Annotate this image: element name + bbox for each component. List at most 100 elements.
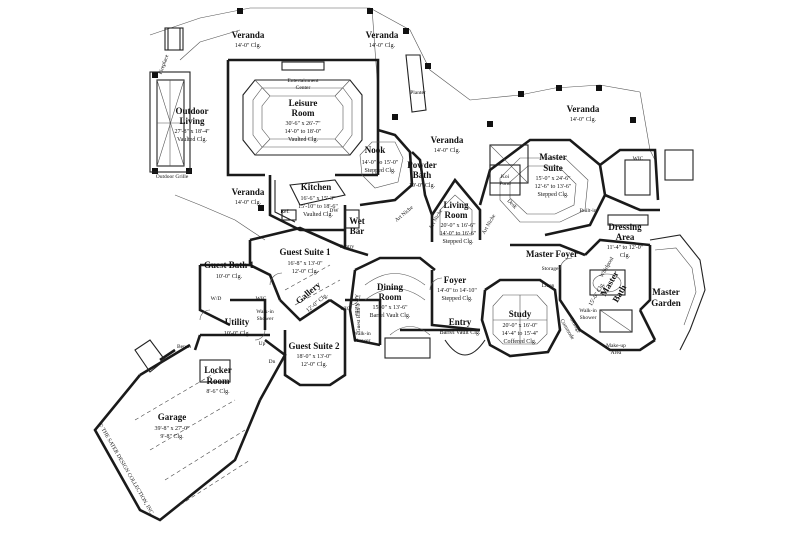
outdoor-living-dim-1: 27'-8" x 18'-4" xyxy=(174,129,210,135)
wet-bar-title-1: Wet xyxy=(349,216,365,226)
wd-label: W/D xyxy=(211,296,222,302)
art-niche-1-label: Art Niche xyxy=(394,205,415,224)
garage-detail xyxy=(134,339,251,506)
planter-label: Planter xyxy=(410,90,426,96)
master-garden-title-2: Garden xyxy=(651,298,681,308)
veranda-center-title: Veranda xyxy=(431,135,464,145)
wet-bar-title-2: Bar xyxy=(350,226,365,236)
kitchen-island xyxy=(274,179,360,229)
guest-suite-2-dim-2: 12'-0" Clg. xyxy=(301,362,328,368)
veranda-posts xyxy=(152,8,636,211)
guest-suite-1-dim-2: 12'-0" Clg. xyxy=(292,269,319,275)
locker-room-title-1: Locker xyxy=(204,365,232,375)
master-suite-title-2: Suite xyxy=(543,163,563,173)
make-up-area-label-1: Make-up xyxy=(606,343,626,349)
master-suite-dim-1: 15'-0" x 24'-6" xyxy=(535,176,571,182)
outdoor-living-title-1: Outdoor xyxy=(175,106,208,116)
nook-title: Nook xyxy=(365,145,386,155)
study-dim-2: 14'-4" to 15'-4" xyxy=(502,331,539,337)
guest-suite-1-dim-1: 16'-8" x 13'-0" xyxy=(287,261,323,267)
locker-room-title-2: Room xyxy=(207,376,230,386)
leisure-room-title-2: Room xyxy=(292,108,315,118)
bench-label: Bench xyxy=(177,344,191,350)
living-room-dim-2: 14'-0" to 16'-6" xyxy=(440,231,477,237)
dining-room-dim-2: Barrel Vault Clg. xyxy=(370,313,411,319)
leisure-room-title-1: Leisure xyxy=(289,98,318,108)
living-room-title-2: Room xyxy=(445,210,468,220)
guest-bath-3-title: Guest Bath 3 xyxy=(356,303,362,332)
koi-pond xyxy=(489,164,521,196)
dining-room-title-2: Room xyxy=(379,292,402,302)
pantry-label: Pantry xyxy=(340,244,355,250)
outdoor-living-dim-2: Vaulted Clg. xyxy=(177,137,207,143)
dining-ceiling xyxy=(364,273,431,336)
dressing-area-dim-1: 11'-4" to 12'-0" xyxy=(607,245,644,251)
storage-label: Storage xyxy=(542,266,559,272)
dressing-area-fixtures xyxy=(607,149,694,226)
dressing-area-title-2: Area xyxy=(616,232,635,242)
study-ceiling xyxy=(492,294,548,345)
garage-title: Garage xyxy=(158,412,187,422)
walls xyxy=(93,58,660,522)
foyer-title: Foyer xyxy=(444,275,467,285)
entertainment-center-label-2: Center xyxy=(296,85,311,91)
study-dim-3: Coffered Clg. xyxy=(504,338,537,345)
nook-dim-2: Stepped Clg. xyxy=(365,168,396,174)
make-up-area-label-2: Area xyxy=(611,350,622,356)
koi-pond-label-1: Koi xyxy=(501,174,510,180)
wic-guest2-label: WIC xyxy=(340,306,351,312)
wic-guest1-label: WIC xyxy=(256,296,267,302)
veranda-center-dim: 14'-0" Clg. xyxy=(434,148,461,154)
guest-bath-1-dim: 10'-0" Clg. xyxy=(216,274,243,280)
entry-title: Entry xyxy=(449,317,472,327)
garage-dim-1: 39'-8" x 27'-0" xyxy=(154,426,190,432)
veranda-top-left-dim: 14'-0" Clg. xyxy=(235,43,262,49)
veranda-right-title: Veranda xyxy=(567,104,600,114)
walkin-shower-guest3-label-1: Walk-in xyxy=(353,331,371,337)
master-foyer-title: Master Foyer xyxy=(526,249,578,259)
outdoor-grille-label: Outdoor Grille xyxy=(156,174,189,180)
veranda-left-dim: 14'-0" Clg. xyxy=(235,200,262,206)
wic-dressing-label: WIC xyxy=(633,156,644,162)
ref-label: Ref. xyxy=(280,208,290,215)
veranda-top-right-title: Veranda xyxy=(366,30,399,40)
utility-dim: 10'-0" Clg. xyxy=(224,331,251,337)
kitchen-dim-1: 16'-6" x 15'-3" xyxy=(300,196,336,202)
nook-ceiling xyxy=(359,141,404,189)
outdoor-living-title-2: Living xyxy=(179,116,205,126)
walkin-shower-guest1-label-1: Walk-in xyxy=(256,309,274,315)
foyer-dim-2: Stepped Clg. xyxy=(442,296,473,302)
master-garden-title-1: Master xyxy=(652,287,679,297)
master-suite-title-1: Master xyxy=(539,152,566,162)
dw-label: DW xyxy=(329,208,339,214)
kitchen-dim-2: 15'-10" to 18'-6" xyxy=(298,204,338,210)
dining-room-title-1: Dining xyxy=(377,282,404,292)
leisure-room-dim-3: Vaulted Clg. xyxy=(288,137,318,143)
gallery-detail xyxy=(284,264,341,306)
utility-title: Utility xyxy=(225,317,250,327)
built-in-label: Built-in xyxy=(579,208,596,214)
desk-label: Desk xyxy=(506,198,518,210)
guest-suite-1-title: Guest Suite 1 xyxy=(279,247,331,257)
copyright-text: © THE SATER DESIGN COLLECTION, INC. xyxy=(97,422,156,517)
living-room-dim-1: 20'-0" x 16'-6" xyxy=(440,223,476,229)
linen-label: Linen xyxy=(542,283,555,289)
koi-pond-label-2: Pond xyxy=(499,181,511,187)
veranda-outlines xyxy=(149,7,656,241)
doors xyxy=(199,257,573,341)
kitchen-title: Kitchen xyxy=(301,182,332,192)
powder-bath-title-1: Powder xyxy=(407,160,437,170)
guest-bath-1-title: Guest Bath 1 xyxy=(204,260,255,270)
master-bath-fixtures xyxy=(589,269,633,333)
guest-suite-2-dim-1: 18'-0" x 13'-0" xyxy=(296,354,332,360)
master-suite-dim-2: 12'-6" to 13'-6" xyxy=(535,184,572,190)
veranda-right-dim: 14'-0" Clg. xyxy=(570,117,597,123)
planter xyxy=(405,54,427,113)
living-room-title-1: Living xyxy=(443,200,469,210)
kitchen-dim-3: Vaulted Clg. xyxy=(303,212,333,218)
dressing-area-title-1: Dressing xyxy=(608,222,642,232)
master-garden-walls xyxy=(649,234,706,351)
foyer-dim-1: 14'-0" to 14'-10" xyxy=(437,288,477,294)
dressing-area-dim-2: Clg. xyxy=(620,253,631,259)
dining-room-dim-1: 15'-0" x 13'-6" xyxy=(372,305,408,311)
